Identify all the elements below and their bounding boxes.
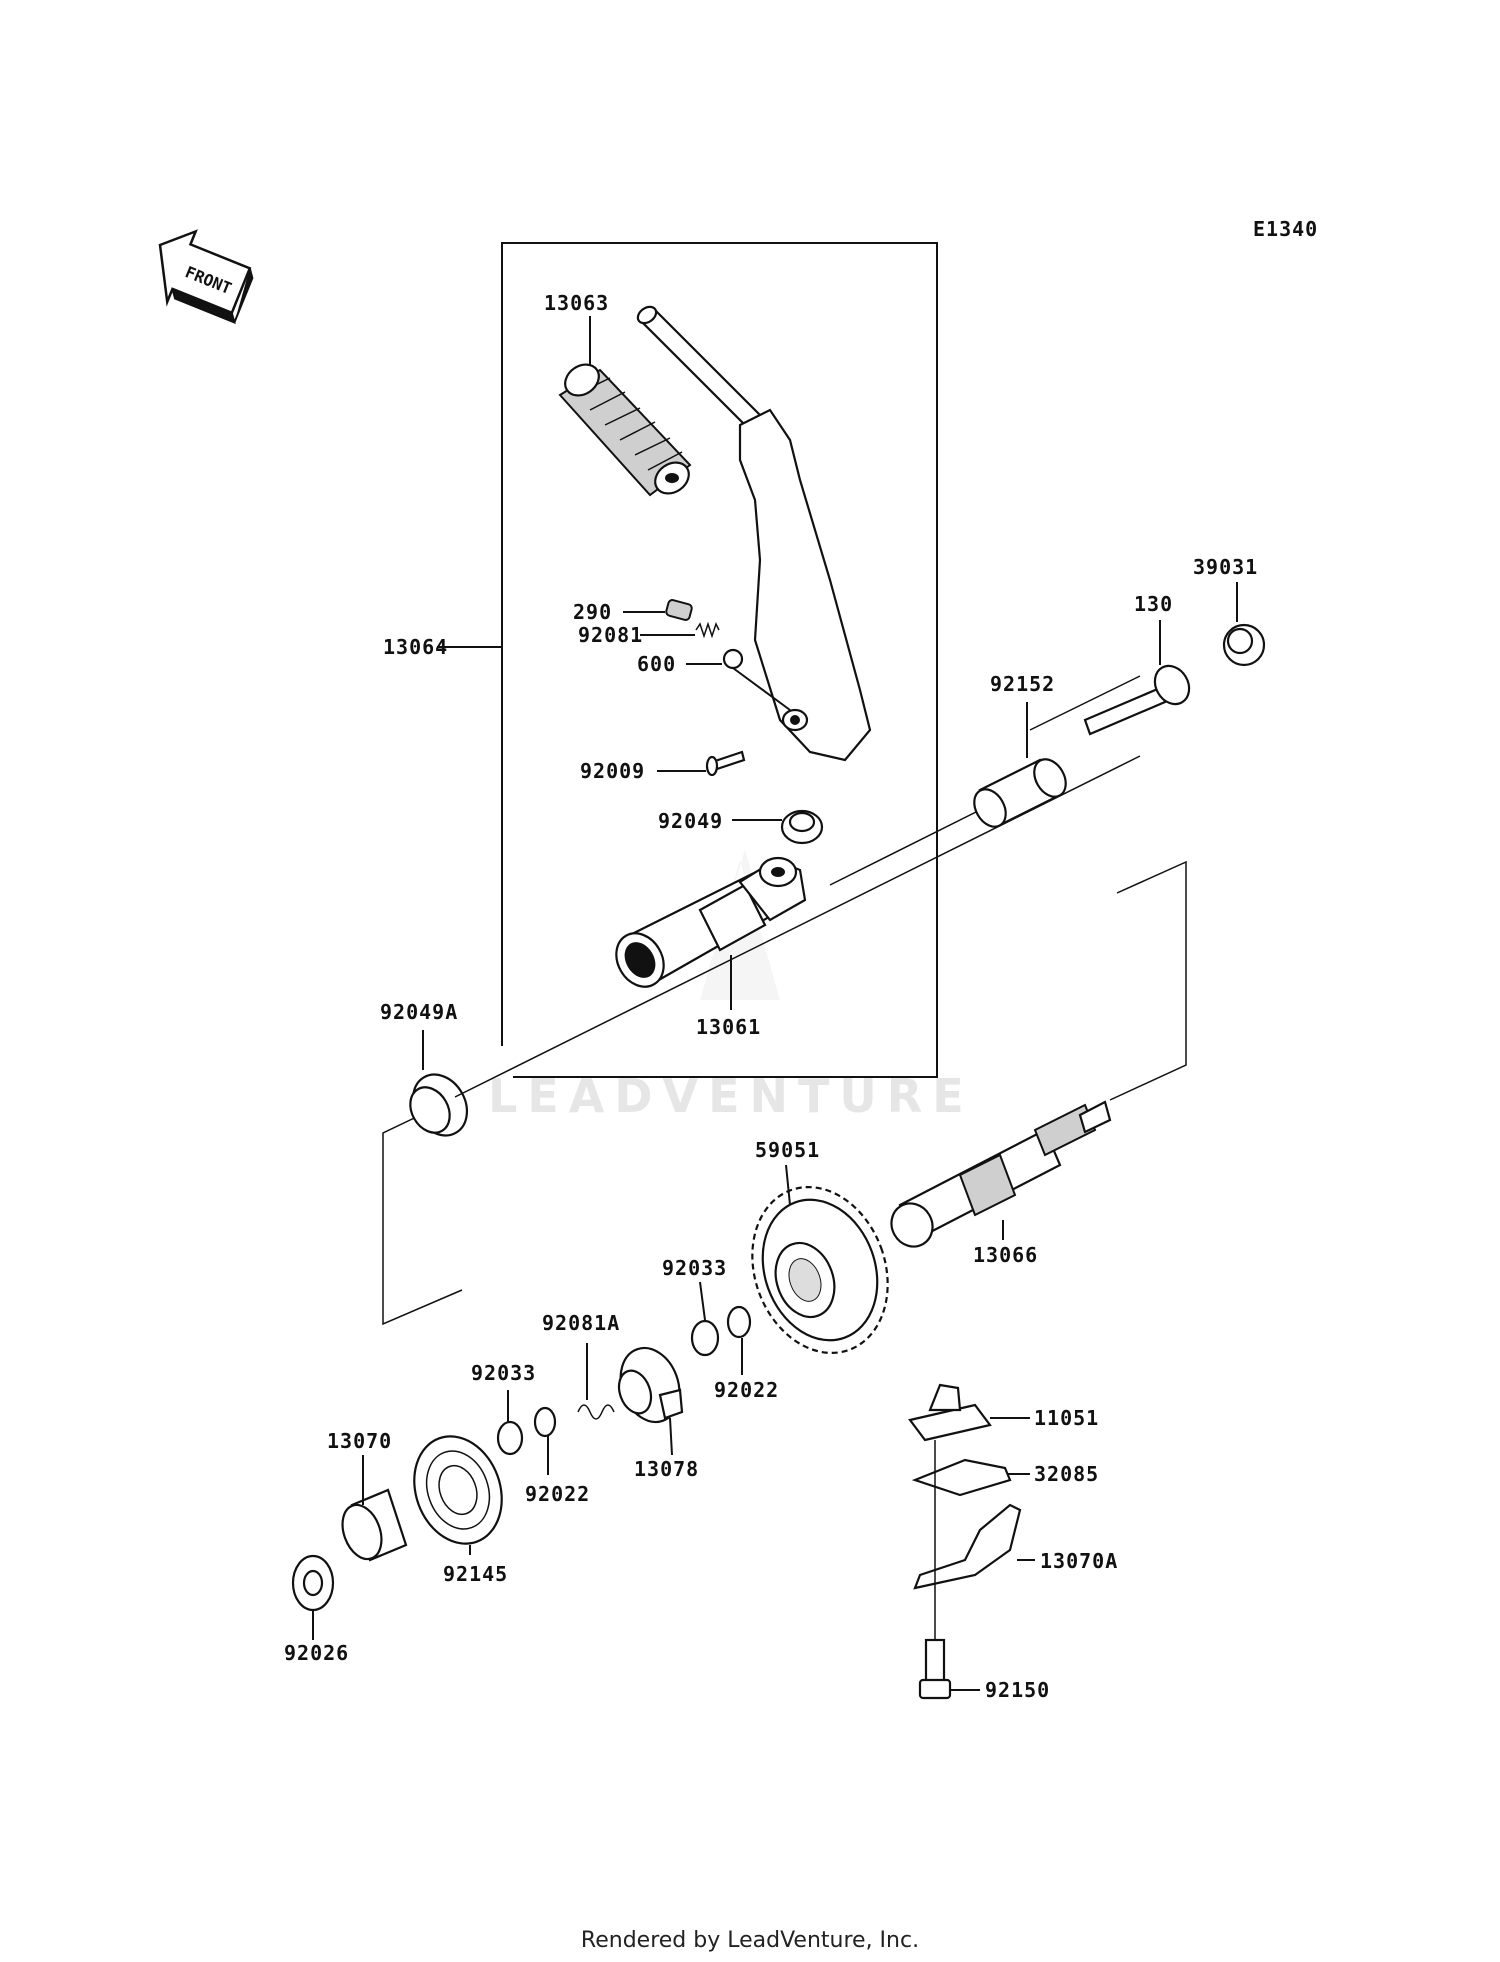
- label-13061: 13061: [696, 1015, 761, 1039]
- label-92081: 92081: [578, 623, 643, 647]
- label-600: 600: [637, 652, 676, 676]
- part-labels: 13063 13064 290 92081 600 92009 92049 13…: [284, 291, 1258, 1702]
- seal-92049: [780, 809, 824, 845]
- assembly-box-13064: [437, 242, 938, 1078]
- label-13070A: 13070A: [1040, 1549, 1118, 1573]
- bolt-92009: [705, 750, 746, 777]
- label-130: 130: [1134, 592, 1173, 616]
- ball-600: [722, 648, 744, 670]
- pedal-rubber-13063: [558, 363, 692, 497]
- bolt-130: [1083, 664, 1191, 736]
- label-92026: 92026: [284, 1641, 349, 1665]
- footer-credit: Rendered by LeadVenture, Inc.: [580, 1928, 920, 1953]
- plate-32085: [911, 1458, 1012, 1497]
- label-11051: 11051: [1034, 1406, 1099, 1430]
- axis-line-bolt: [1029, 675, 1141, 731]
- kick-shaft-13066: [890, 1100, 1112, 1248]
- gear-59051: [751, 1185, 889, 1355]
- label-290: 290: [573, 600, 612, 624]
- label-92033-b: 92033: [471, 1361, 536, 1385]
- bolt-92150: [918, 1638, 952, 1700]
- label-92022-a: 92022: [714, 1378, 779, 1402]
- washer-92022-b: [533, 1406, 557, 1438]
- label-92081A: 92081A: [542, 1311, 620, 1335]
- label-92049: 92049: [658, 809, 723, 833]
- label-13066: 13066: [973, 1243, 1038, 1267]
- circlip-92033-b: [496, 1420, 524, 1456]
- washer-92022-a: [726, 1305, 752, 1339]
- label-59051: 59051: [755, 1138, 820, 1162]
- label-39031: 39031: [1193, 555, 1258, 579]
- kick-boss-13061: [615, 856, 807, 988]
- circlip-92033-a: [690, 1319, 720, 1357]
- collar-92152: [973, 758, 1067, 828]
- label-92009: 92009: [580, 759, 645, 783]
- label-32085: 32085: [1034, 1462, 1099, 1486]
- plate-13070A: [913, 1503, 1022, 1590]
- label-13064: 13064: [383, 635, 448, 659]
- label-92145: 92145: [443, 1562, 508, 1586]
- kick-lever-13064: [636, 305, 872, 762]
- guide-13070: [341, 1488, 408, 1562]
- detent-bolt-290: [665, 599, 693, 621]
- leader-lines: [312, 316, 1238, 1691]
- label-92152: 92152: [990, 672, 1055, 696]
- label-13070: 13070: [327, 1429, 392, 1453]
- label-13063: 13063: [544, 291, 609, 315]
- axis-line-upper: [829, 799, 1001, 886]
- spring-92081: [695, 621, 720, 639]
- label-92033-a: 92033: [662, 1256, 727, 1280]
- bushing-39031: [1222, 623, 1266, 667]
- label-92022-b: 92022: [525, 1482, 590, 1506]
- label-92150: 92150: [985, 1678, 1050, 1702]
- diagram-code: E1340: [1253, 217, 1318, 241]
- label-92049A: 92049A: [380, 1000, 458, 1024]
- ratchet-13078: [617, 1346, 684, 1424]
- spring-92081A: [577, 1404, 615, 1420]
- front-arrow-icon: FRONT: [158, 229, 254, 325]
- label-13078: 13078: [634, 1457, 699, 1481]
- washer-92026: [291, 1554, 335, 1612]
- spring-92145: [413, 1435, 503, 1545]
- seal-92049A: [409, 1073, 469, 1137]
- plate-11051: [908, 1383, 992, 1442]
- alignment-frame: [382, 860, 1187, 1326]
